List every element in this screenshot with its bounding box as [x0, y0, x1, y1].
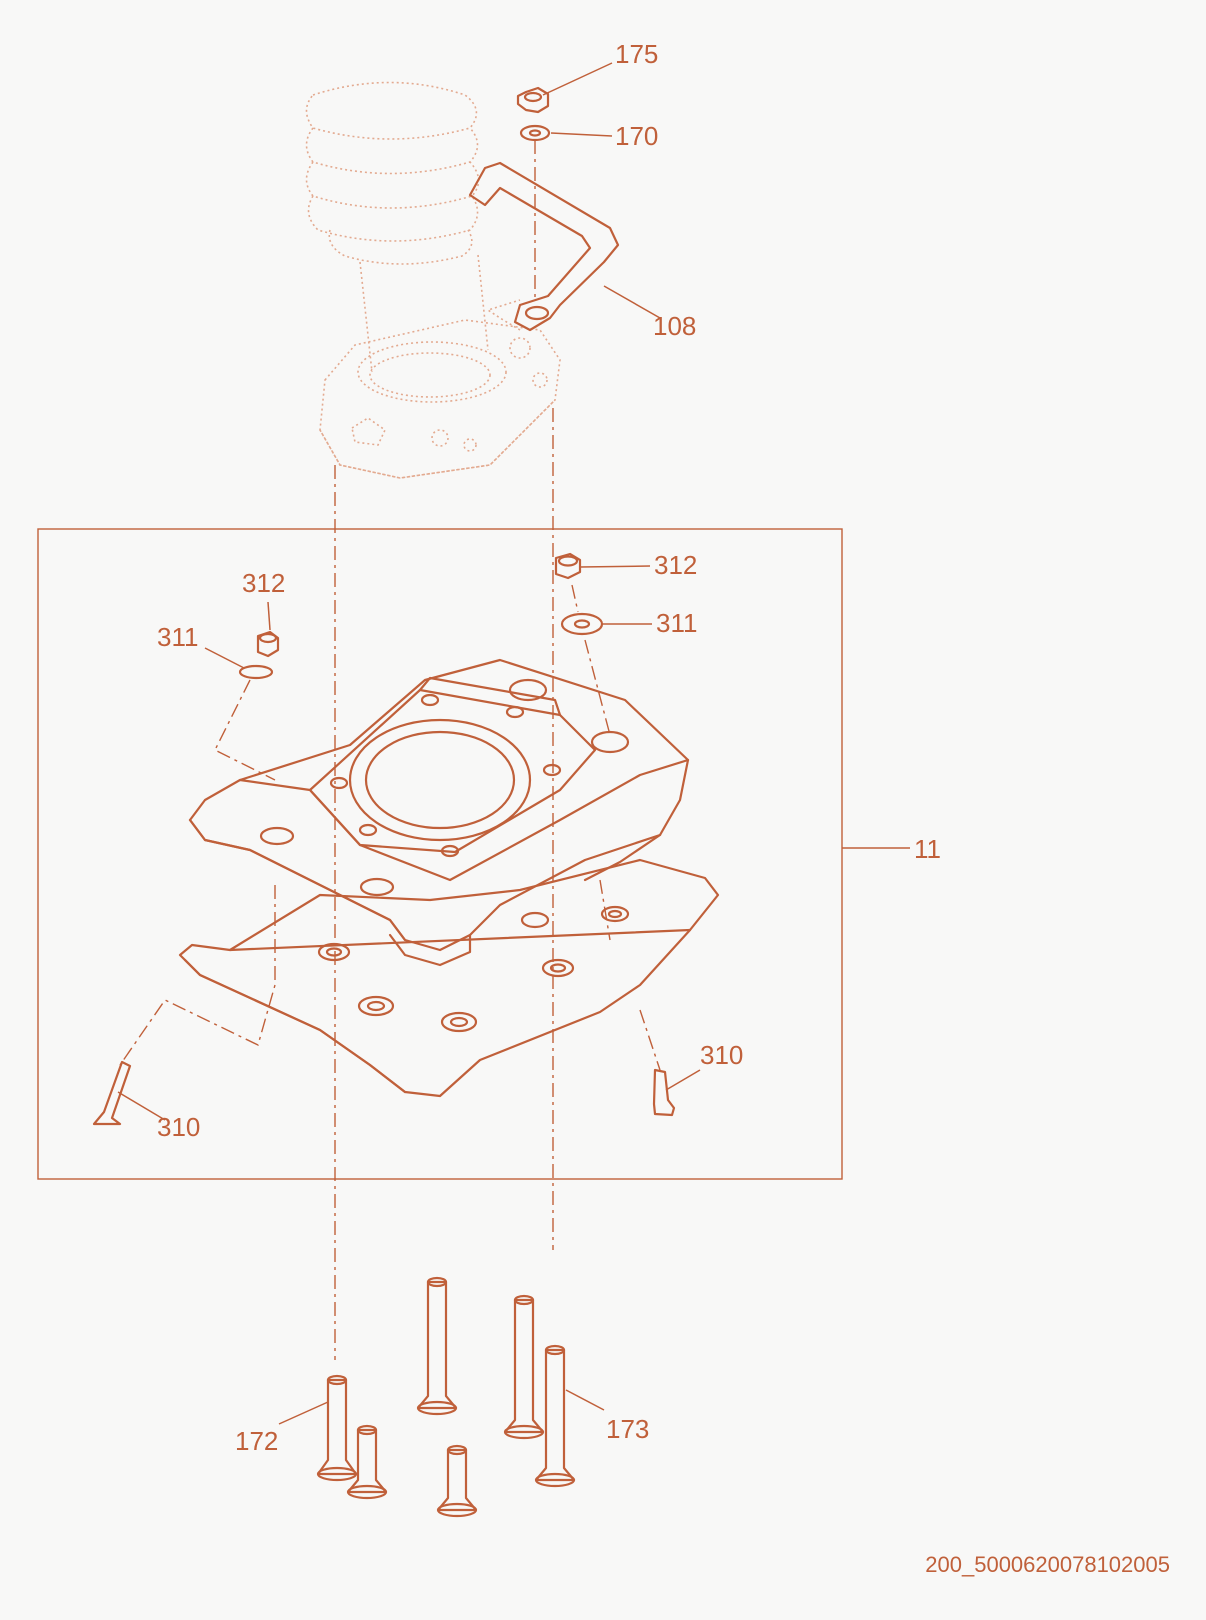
- washer-170-part: [519, 124, 551, 142]
- callout-173: 173: [606, 1414, 649, 1444]
- frame-center-lines: [119, 584, 661, 1071]
- callout-311-left: 311: [157, 622, 198, 652]
- center-lines: [334, 140, 554, 1360]
- bolts-group: [316, 1276, 576, 1518]
- screw-310-right-part: [652, 1068, 676, 1117]
- base-plate-part: [188, 658, 690, 967]
- bolt-a: [416, 1276, 458, 1416]
- callout-311-right: 311: [656, 608, 697, 638]
- callout-170: 170: [615, 121, 658, 151]
- handle-108-part: [468, 161, 620, 332]
- callout-310-left: 310: [157, 1112, 200, 1142]
- leader-lines: [117, 62, 910, 1425]
- screw-310-left-part: [92, 1060, 132, 1126]
- drawing-code: 200_5000620078102005: [925, 1552, 1170, 1577]
- callout-175: 175: [615, 39, 658, 69]
- callout-11: 11: [914, 834, 941, 864]
- bolt-173: [534, 1344, 576, 1488]
- washer-311-left-part: [238, 664, 274, 680]
- bellows-ghost-assembly: [305, 81, 561, 479]
- bolt-b: [503, 1294, 545, 1440]
- callout-312-left: 312: [242, 568, 285, 598]
- shoe-holes: [317, 905, 630, 1033]
- callout-172: 172: [235, 1426, 278, 1456]
- kit-frame-11: [37, 528, 843, 1180]
- callout-108: 108: [653, 311, 696, 341]
- nut-312-left-part: [256, 630, 280, 658]
- nut-312-right-part: [554, 552, 582, 580]
- nut-175-part: [516, 86, 550, 114]
- callout-labels: 175 170 108 312 311 312 311 11 310 310 1…: [157, 39, 941, 1456]
- shoe-plate-part: [178, 858, 720, 1098]
- bolt-172: [316, 1374, 358, 1482]
- washer-311-right-part: [560, 612, 604, 636]
- bolt-c: [346, 1424, 388, 1500]
- bolt-d: [436, 1444, 478, 1518]
- callout-312-right: 312: [654, 550, 697, 580]
- callout-310-right: 310: [700, 1040, 743, 1070]
